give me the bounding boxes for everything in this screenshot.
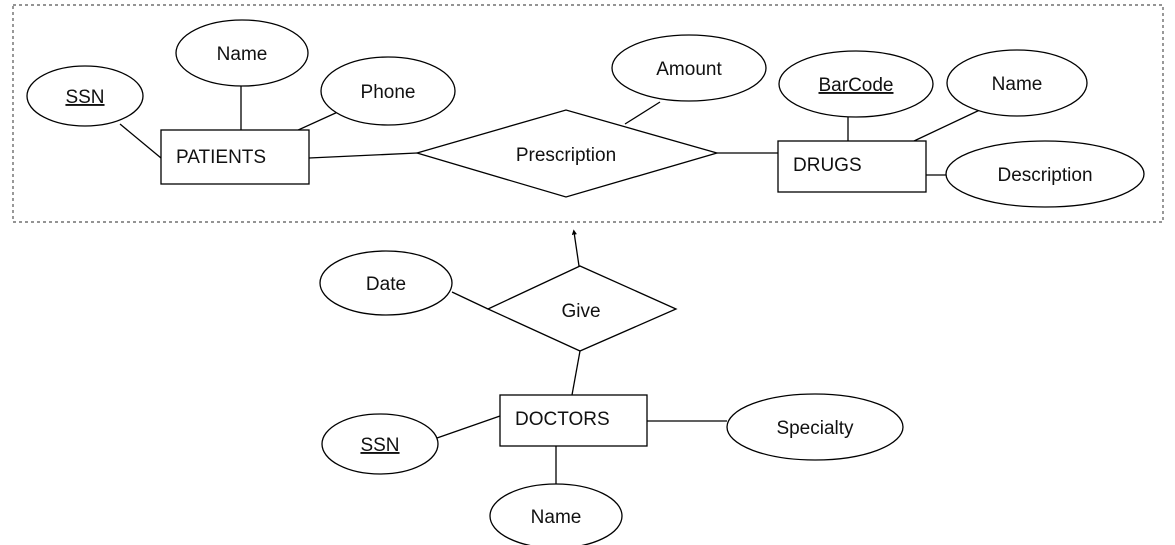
relationship-prescription-label: Prescription bbox=[516, 145, 616, 166]
edge-patients-ssn bbox=[119, 123, 162, 159]
edge-give-date bbox=[451, 291, 489, 310]
attribute-drugs-description: Description bbox=[945, 140, 1145, 208]
attribute-drugs-barcode-label: BarCode bbox=[819, 75, 894, 96]
edge-drugs-name bbox=[913, 107, 985, 142]
attribute-doctors-specialty-label: Specialty bbox=[776, 418, 854, 439]
relationship-give-label: Give bbox=[561, 301, 600, 322]
attribute-drugs-name-label: Name bbox=[992, 74, 1043, 95]
attribute-prescription-amount-label: Amount bbox=[656, 59, 722, 80]
edge-give-doctors bbox=[571, 350, 581, 396]
attribute-patients-phone: Phone bbox=[320, 56, 456, 126]
attribute-patients-phone-label: Phone bbox=[361, 82, 416, 103]
attribute-doctors-name: Name bbox=[489, 483, 623, 545]
edge-doctors-ssn bbox=[436, 415, 501, 439]
attribute-drugs-name: Name bbox=[946, 49, 1088, 117]
attribute-drugs-description-label: Description bbox=[997, 165, 1092, 186]
edge-prescription-amount bbox=[624, 101, 661, 125]
entity-patients: PATIENTS bbox=[160, 129, 310, 185]
attribute-patients-ssn: SSN bbox=[26, 65, 144, 127]
attribute-give-date: Date bbox=[319, 250, 453, 316]
attribute-doctors-ssn: SSN bbox=[321, 413, 439, 475]
edge-patients-phone bbox=[295, 110, 341, 132]
attribute-give-date-label: Date bbox=[366, 274, 406, 295]
attribute-doctors-name-label: Name bbox=[531, 507, 582, 528]
attribute-patients-name-label: Name bbox=[217, 44, 268, 65]
attribute-patients-name: Name bbox=[175, 19, 309, 87]
entity-doctors: DOCTORS bbox=[499, 394, 648, 447]
entity-doctors-label: DOCTORS bbox=[515, 409, 610, 430]
relationship-prescription: Prescription bbox=[414, 109, 720, 198]
attribute-drugs-barcode: BarCode bbox=[778, 50, 934, 118]
attribute-prescription-amount: Amount bbox=[611, 34, 767, 102]
attribute-patients-ssn-label: SSN bbox=[65, 87, 104, 108]
edge-give-to-aggregation-arrow bbox=[571, 229, 580, 267]
connectors bbox=[119, 86, 985, 484]
relationship-give: Give bbox=[486, 265, 678, 352]
attribute-doctors-ssn-label: SSN bbox=[360, 435, 399, 456]
entity-drugs-label: DRUGS bbox=[793, 155, 862, 176]
entity-patients-label: PATIENTS bbox=[176, 147, 266, 168]
attribute-doctors-specialty: Specialty bbox=[726, 393, 904, 461]
edge-patients-prescription bbox=[308, 152, 418, 159]
entity-drugs: DRUGS bbox=[777, 140, 927, 193]
